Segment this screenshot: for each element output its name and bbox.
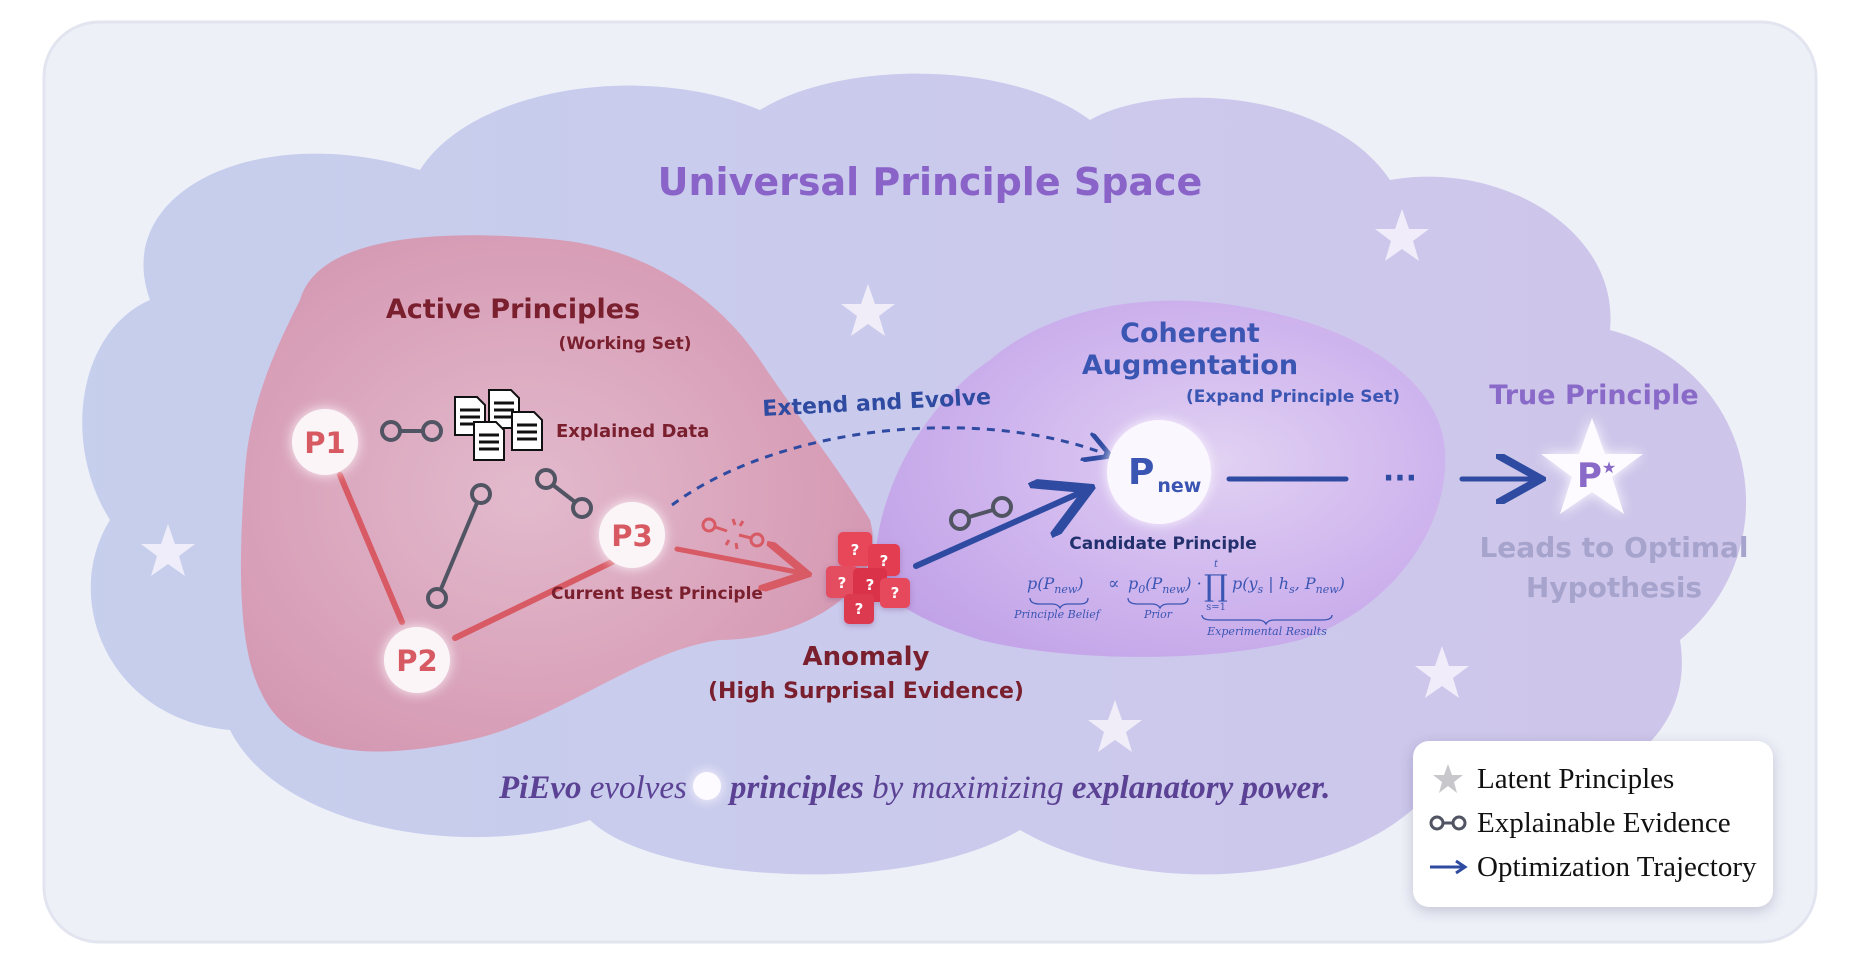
chain-link-icon — [535, 468, 593, 519]
leads-line2: Hypothesis — [1526, 571, 1702, 604]
formula-lhs: p(Pnew) — [1027, 574, 1084, 596]
principle-dot-icon — [693, 772, 721, 800]
principle-node-p1 — [292, 409, 358, 475]
caption: PiEvo evolves principles by maximizing e… — [498, 770, 1330, 806]
caption-part2: principles by maximizing explanatory pow… — [727, 770, 1330, 806]
explained-data-label: Explained Data — [556, 421, 709, 442]
anomaly-question-marks: ? ? ? ? ? ? — [838, 541, 900, 618]
broken-link-icon — [701, 517, 765, 550]
anomaly-subtitle: (High Surprisal Evidence) — [708, 679, 1024, 704]
question-mark: ? — [866, 576, 875, 594]
p3-label: P3 — [611, 519, 652, 553]
legend-explainable-evidence: Explainable Evidence — [1427, 801, 1759, 845]
chain-link-icon — [949, 496, 1013, 531]
puzzle-anomaly-icon — [826, 532, 910, 624]
chain-link-icon — [380, 420, 443, 442]
anomaly-title: Anomaly — [803, 642, 930, 672]
true-principle-title: True Principle — [1489, 380, 1698, 411]
principle-node-p3 — [599, 502, 665, 568]
active-principles-subtitle: (Working Set) — [559, 334, 692, 354]
latent-principles-stars — [141, 209, 1469, 752]
caption-part1: PiEvo evolves — [498, 770, 687, 806]
edge-p1-p2 — [337, 472, 405, 625]
legend-optimization-trajectory: Optimization Trajectory — [1427, 845, 1759, 889]
active-principles-region — [240, 235, 873, 752]
legend-trajectory-label: Optimization Trajectory — [1477, 850, 1757, 883]
coherent-title-line1: Coherent — [1120, 318, 1260, 349]
latent-star-icon — [1375, 209, 1429, 261]
formula-prior: p0(Pnew) · — [1128, 574, 1202, 596]
latent-star-icon — [141, 524, 195, 576]
question-mark: ? — [851, 541, 860, 559]
latent-star-icon — [841, 284, 895, 336]
legend-latent-principles: Latent Principles — [1427, 757, 1759, 801]
arrow-icon — [1427, 851, 1469, 883]
extend-evolve-arrow — [671, 426, 1108, 507]
p1-label: P1 — [304, 426, 345, 460]
legend-latent-label: Latent Principles — [1477, 762, 1675, 795]
underbrace-results — [1201, 614, 1333, 626]
chain-link-icon — [426, 483, 492, 609]
underbrace-prior — [1127, 597, 1189, 610]
formula-product: ∏ — [1204, 569, 1228, 604]
coherent-title-line2: Augmentation — [1082, 350, 1298, 381]
principle-node-pnew — [1107, 420, 1211, 524]
coherent-subtitle: (Expand Principle Set) — [1186, 387, 1400, 407]
question-mark: ? — [880, 552, 889, 570]
candidate-principle-label: Candidate Principle — [1069, 534, 1256, 554]
latent-star-icon — [1415, 646, 1469, 698]
true-principle-star — [1541, 418, 1643, 514]
principle-node-p2 — [384, 627, 450, 693]
edge-p2-p3 — [452, 559, 615, 641]
under-results-label: Experimental Results — [1206, 625, 1327, 638]
under-prior-label: Prior — [1143, 608, 1173, 621]
document-stack-icon — [454, 389, 543, 461]
principle-belief-formula: p(Pnew) ∝ p0(Pnew) · t ∏ s=1 p(ys | hs, … — [1013, 559, 1345, 638]
question-mark: ? — [838, 574, 847, 592]
leads-line1: Leads to Optimal — [1479, 531, 1748, 564]
under-belief-label: Principle Belief — [1013, 608, 1102, 621]
legend-box: Latent Principles Explainable Evidence O… — [1413, 741, 1773, 907]
formula-proportional: ∝ — [1108, 574, 1120, 594]
anomaly-to-pnew-arrow — [913, 491, 1084, 569]
formula-product-bottom: s=1 — [1206, 602, 1226, 613]
current-best-principle-label: Current Best Principle — [551, 584, 763, 604]
formula-product-top: t — [1214, 559, 1219, 570]
trajectory-ellipsis: ··· — [1383, 461, 1417, 496]
legend-evidence-label: Explainable Evidence — [1477, 806, 1731, 839]
underbrace-belief — [1029, 597, 1089, 610]
formula-likelihood: p(ys | hs, Pnew) — [1232, 574, 1345, 596]
pstar-label: P★ — [1577, 456, 1616, 496]
page-title: Universal Principle Space — [658, 160, 1203, 204]
question-mark: ? — [855, 600, 864, 618]
active-principles-title: Active Principles — [386, 294, 640, 325]
p2-label: P2 — [396, 644, 437, 678]
question-mark: ? — [891, 584, 900, 602]
latent-star-icon — [1088, 700, 1142, 752]
latent-star-icon — [1427, 763, 1469, 795]
p3-to-anomaly-arrow — [674, 549, 802, 573]
chain-link-icon — [1427, 807, 1469, 839]
